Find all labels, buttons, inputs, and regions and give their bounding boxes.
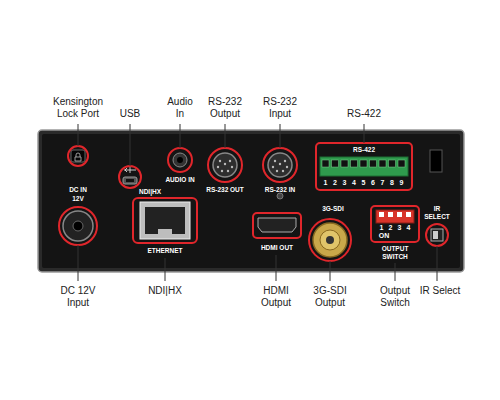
callout-label: DC 12V Input (55, 285, 101, 309)
port-label: HDMI OUT (254, 244, 300, 252)
pin-number: 7 (378, 179, 387, 187)
switch-number: 2 (387, 224, 395, 232)
callout-label: Audio In (162, 96, 198, 120)
port-label: NDI|HX (133, 188, 167, 196)
callout-label: Output Switch (373, 285, 417, 309)
callout-label: NDI|HX (140, 285, 190, 297)
switch-number: 4 (405, 224, 413, 232)
port-label: 3G-SDI (313, 205, 353, 213)
pin-number: 1 (321, 179, 330, 187)
port-label: 12V (63, 195, 93, 203)
pin-number: 2 (331, 179, 340, 187)
callout-label: RS-422 (339, 108, 389, 120)
port-label: OUTPUT SWITCH (375, 245, 415, 261)
port-label: IR SELECT (422, 205, 452, 221)
port-label: DC IN (58, 186, 98, 194)
port-label: RS-422 (344, 146, 384, 154)
pin-number: 6 (369, 179, 378, 187)
callout-label: Kensington Lock Port (47, 96, 109, 120)
callout-label: IR Select (419, 285, 461, 297)
switch-number: 3 (396, 224, 404, 232)
callout-label: 3G-SDI Output (306, 285, 354, 309)
pin-number: 3 (340, 179, 349, 187)
switch-label: ON (376, 232, 392, 240)
callout-label: RS-232 Output (200, 96, 250, 120)
port-label: RS-232 IN (258, 186, 302, 194)
pin-number: 4 (350, 179, 359, 187)
callout-label: USB (110, 108, 150, 120)
pin-number: 8 (388, 179, 397, 187)
port-label: ETHERNET (140, 247, 190, 255)
port-label: RS-232 OUT (201, 186, 249, 194)
port-label: AUDIO IN (158, 176, 202, 184)
pin-number: 9 (397, 179, 406, 187)
pin-number: 5 (359, 179, 368, 187)
switch-number: 1 (378, 224, 386, 232)
callout-label: RS-232 Input (255, 96, 305, 120)
callout-label: HDMI Output (252, 285, 300, 309)
